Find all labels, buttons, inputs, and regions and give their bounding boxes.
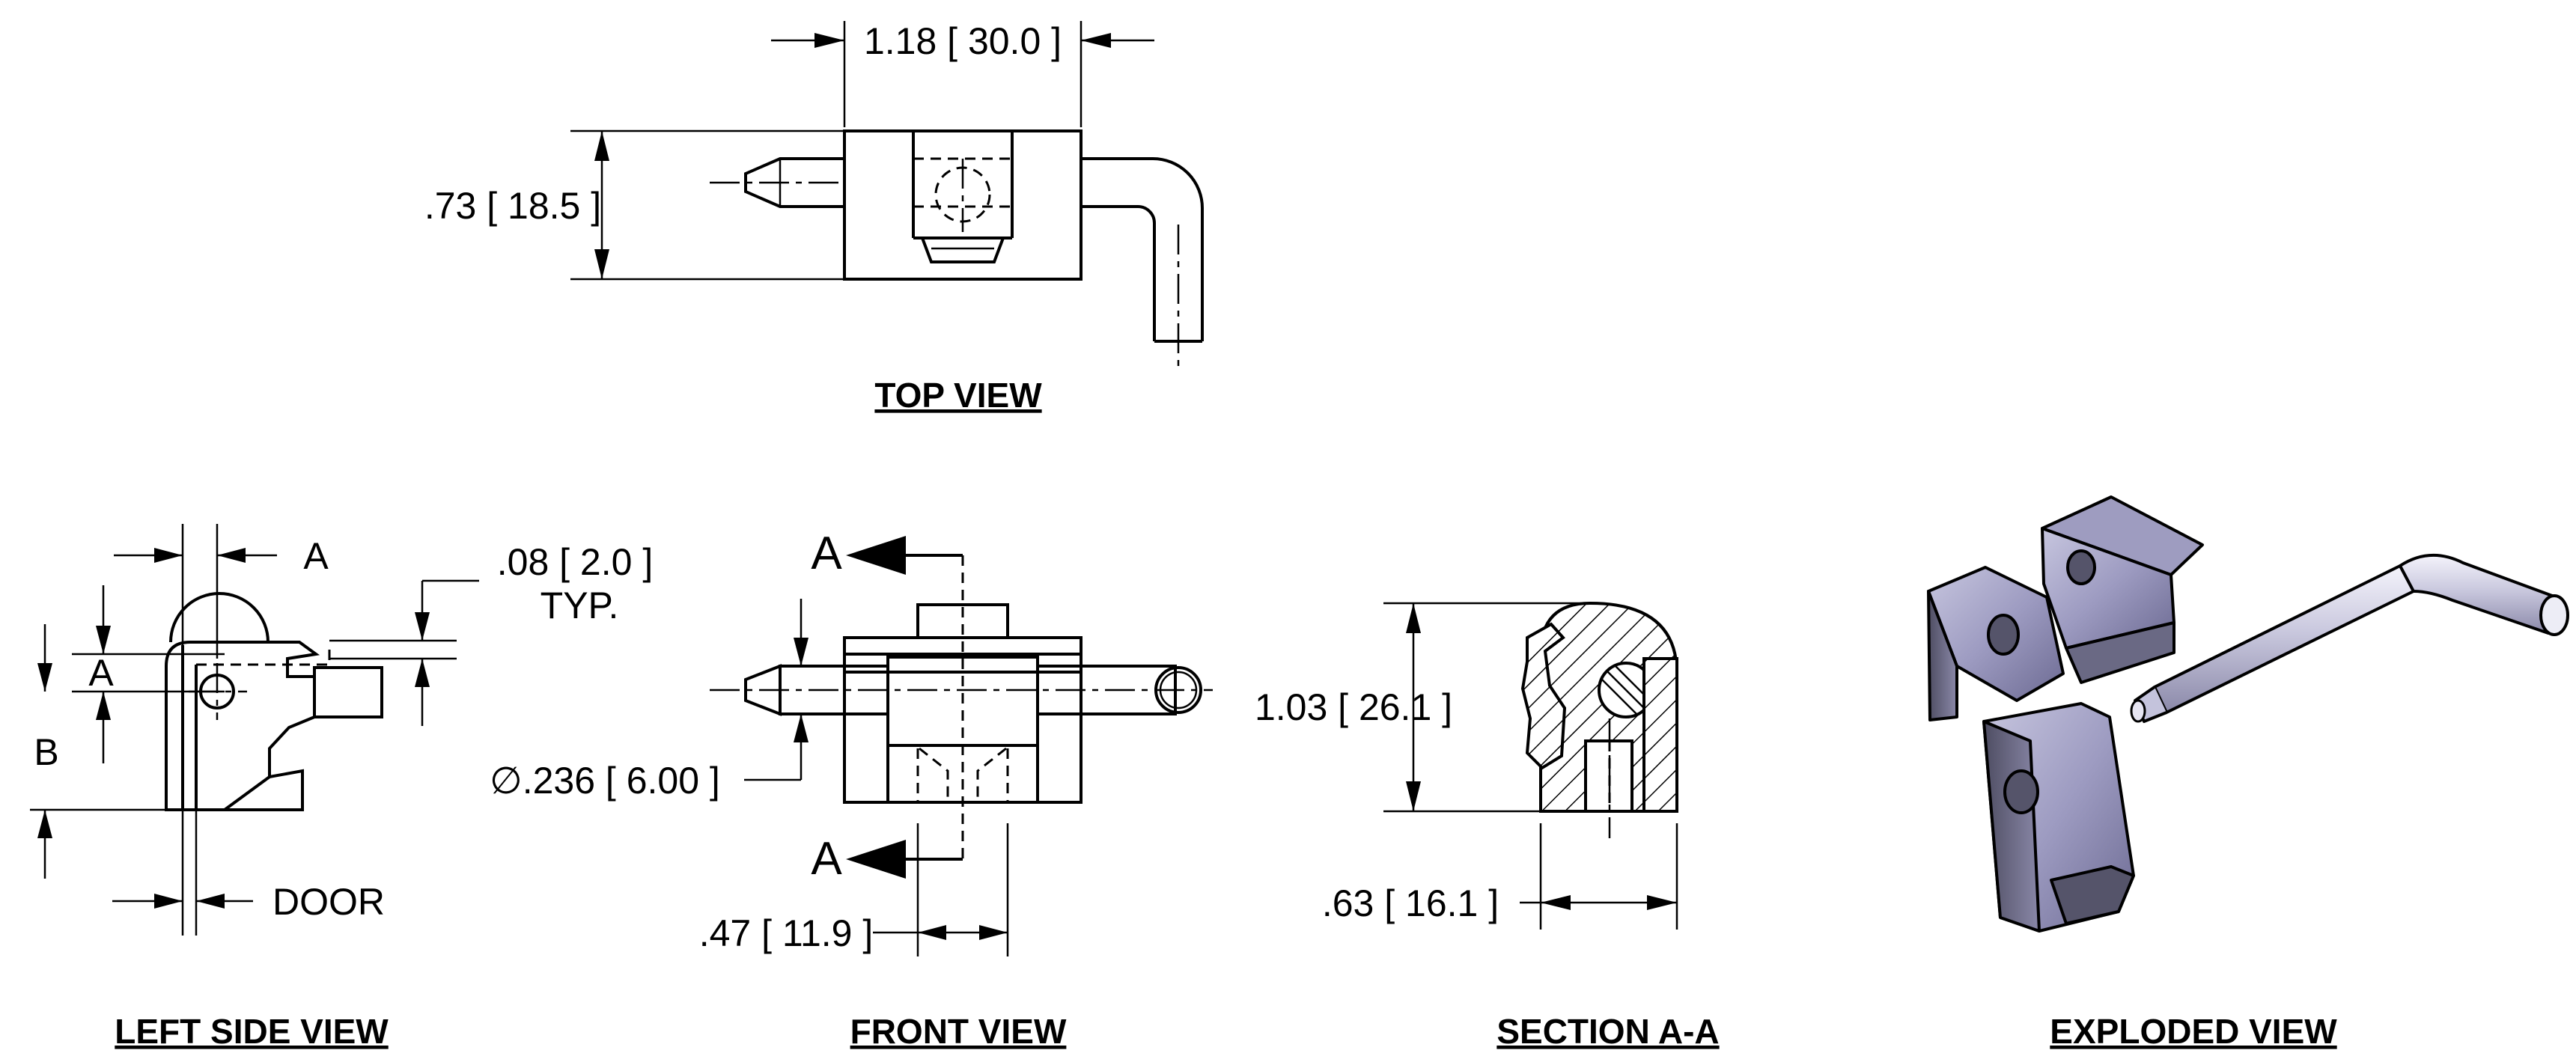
section-height-dim: 1.03 [ 26.1 ] [1255, 686, 1452, 728]
exploded-lower-leaf [1982, 702, 2135, 933]
left-view-label-a-top: A [303, 535, 329, 577]
front-view: A A ∅.236 [ 6.00 ] [490, 528, 1213, 1051]
left-view-thickness-note: TYP. [541, 585, 619, 626]
exploded-view-title: EXPLODED VIEW [2050, 1012, 2337, 1051]
section-a-a-title: SECTION A-A [1496, 1012, 1719, 1051]
top-view-height-dimension: .73 [ 18.5 ] [424, 129, 844, 281]
left-side-view-title: LEFT SIDE VIEW [115, 1012, 389, 1051]
left-view-door-label: DOOR [272, 881, 385, 923]
exploded-upper-leaf [1927, 495, 2204, 721]
exploded-pin [2130, 554, 2569, 723]
front-view-depth-dim: .47 [ 11.9 ] [699, 912, 874, 954]
front-view-pin-diameter-dim: ∅.236 [ 6.00 ] [490, 760, 720, 802]
front-view-section-mark-bottom: A [811, 833, 842, 885]
front-view-section-mark-top: A [811, 528, 842, 579]
left-view-thickness-dim: .08 [ 2.0 ] [497, 541, 653, 583]
top-view-height-label: .73 [ 18.5 ] [424, 185, 601, 227]
left-side-view: A A B DOOR .08 [ 2.0 ] TYP. LEFT SIDE VI… [30, 524, 653, 1051]
exploded-view: EXPLODED VIEW [1927, 495, 2569, 1051]
top-view: 1.18 [ 30.0 ] .73 [ 18.5 ] [424, 20, 1204, 415]
top-view-width-dimension: 1.18 [ 30.0 ] [771, 20, 1154, 127]
left-view-label-a-side: A [88, 652, 114, 694]
section-a-a: 1.03 [ 26.1 ] .63 [ 16.1 ] SECTION A-A [1255, 601, 1720, 1051]
top-view-width-label: 1.18 [ 30.0 ] [864, 20, 1062, 62]
top-view-title: TOP VIEW [874, 376, 1042, 415]
section-width-dim: .63 [ 16.1 ] [1322, 882, 1499, 924]
left-view-label-b: B [34, 731, 58, 773]
front-view-title: FRONT VIEW [850, 1012, 1067, 1051]
